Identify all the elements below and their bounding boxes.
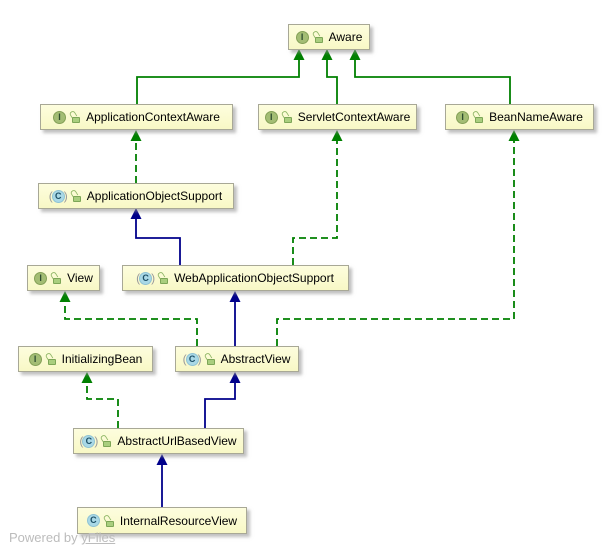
edge-beannameaware-extends-aware: [349, 49, 511, 104]
edge-applicationobjectsupport-implements-applicationcontextaware: [130, 130, 142, 183]
interface-icon: I: [53, 110, 67, 124]
edge-webapplicationobjectsupport-implements-servletcontextaware: [292, 130, 343, 265]
node-label: InternalResourceView: [119, 513, 238, 528]
node-label: ApplicationContextAware: [86, 110, 220, 124]
yfiles-link[interactable]: yFiles: [81, 530, 116, 545]
node-applicationobjectsupport[interactable]: ( C ) ApplicationObjectSupport: [38, 183, 234, 209]
open-lock-icon: [280, 109, 293, 123]
abstract-class-icon: ( C ): [79, 433, 99, 448]
node-label: WebApplicationObjectSupport: [174, 271, 334, 285]
node-abstracturlbasedview[interactable]: ( C ) AbstractUrlBasedView: [73, 428, 244, 454]
edge-abstractview-extends-webapplicationobjectsupport: [229, 291, 241, 346]
class-icon: C: [86, 514, 100, 527]
interface-icon: I: [34, 271, 48, 285]
interface-icon: I: [264, 110, 278, 124]
open-lock-icon: [44, 351, 57, 365]
node-internalresourceview[interactable]: C InternalResourceView: [77, 507, 247, 534]
open-lock-icon: [49, 270, 62, 284]
open-lock-icon: [102, 513, 115, 527]
node-label: InitializingBean: [61, 352, 143, 366]
node-servletcontextaware[interactable]: I ServletContextAware: [258, 104, 417, 130]
node-view[interactable]: I View: [27, 265, 100, 291]
powered-by-yfiles: Powered by yFiles: [9, 530, 115, 545]
node-beannameaware[interactable]: I BeanNameAware: [445, 104, 594, 130]
open-lock-icon: [311, 29, 324, 43]
open-lock-icon: [68, 109, 81, 123]
open-lock-icon: [471, 109, 484, 123]
node-label: View: [67, 271, 93, 285]
powered-by-text: Powered by: [9, 530, 78, 545]
edge-servletcontextaware-extends-aware: [321, 49, 338, 104]
abstract-class-icon: ( C ): [48, 188, 68, 203]
interface-icon: I: [295, 30, 309, 44]
node-label: ApplicationObjectSupport: [86, 189, 223, 203]
open-lock-icon: [156, 270, 169, 284]
edge-internalresourceview-extends-abstracturlbasedview: [156, 454, 168, 507]
open-lock-icon: [203, 351, 216, 365]
node-initializingbean[interactable]: I InitializingBean: [18, 346, 153, 372]
edge-abstracturlbasedview-implements-initializingbean: [81, 372, 119, 428]
node-label: BeanNameAware: [489, 110, 583, 124]
node-aware[interactable]: I Aware: [288, 24, 370, 50]
node-label: AbstractView: [220, 352, 291, 366]
abstract-class-icon: ( C ): [136, 270, 156, 285]
edge-abstracturlbasedview-extends-abstractview: [204, 372, 241, 428]
abstract-class-icon: ( C ): [182, 351, 202, 366]
node-applicationcontextaware[interactable]: I ApplicationContextAware: [40, 104, 233, 130]
interface-icon: I: [456, 110, 470, 124]
edge-abstractview-implements-beannameaware: [276, 130, 520, 346]
open-lock-icon: [69, 188, 82, 202]
edge-applicationcontextaware-extends-aware: [136, 49, 305, 104]
node-label: Aware: [328, 30, 363, 44]
open-lock-icon: [100, 433, 112, 447]
edge-webapplicationobjectsupport-extends-applicationobjectsupport: [130, 208, 181, 265]
node-label: ServletContextAware: [297, 110, 411, 124]
node-label: AbstractUrlBasedView: [117, 434, 237, 448]
edge-abstractview-implements-view: [59, 291, 198, 346]
node-webapplicationobjectsupport[interactable]: ( C ) WebApplicationObjectSupport: [122, 265, 349, 291]
node-abstractview[interactable]: ( C ) AbstractView: [175, 346, 299, 372]
interface-icon: I: [28, 352, 42, 366]
